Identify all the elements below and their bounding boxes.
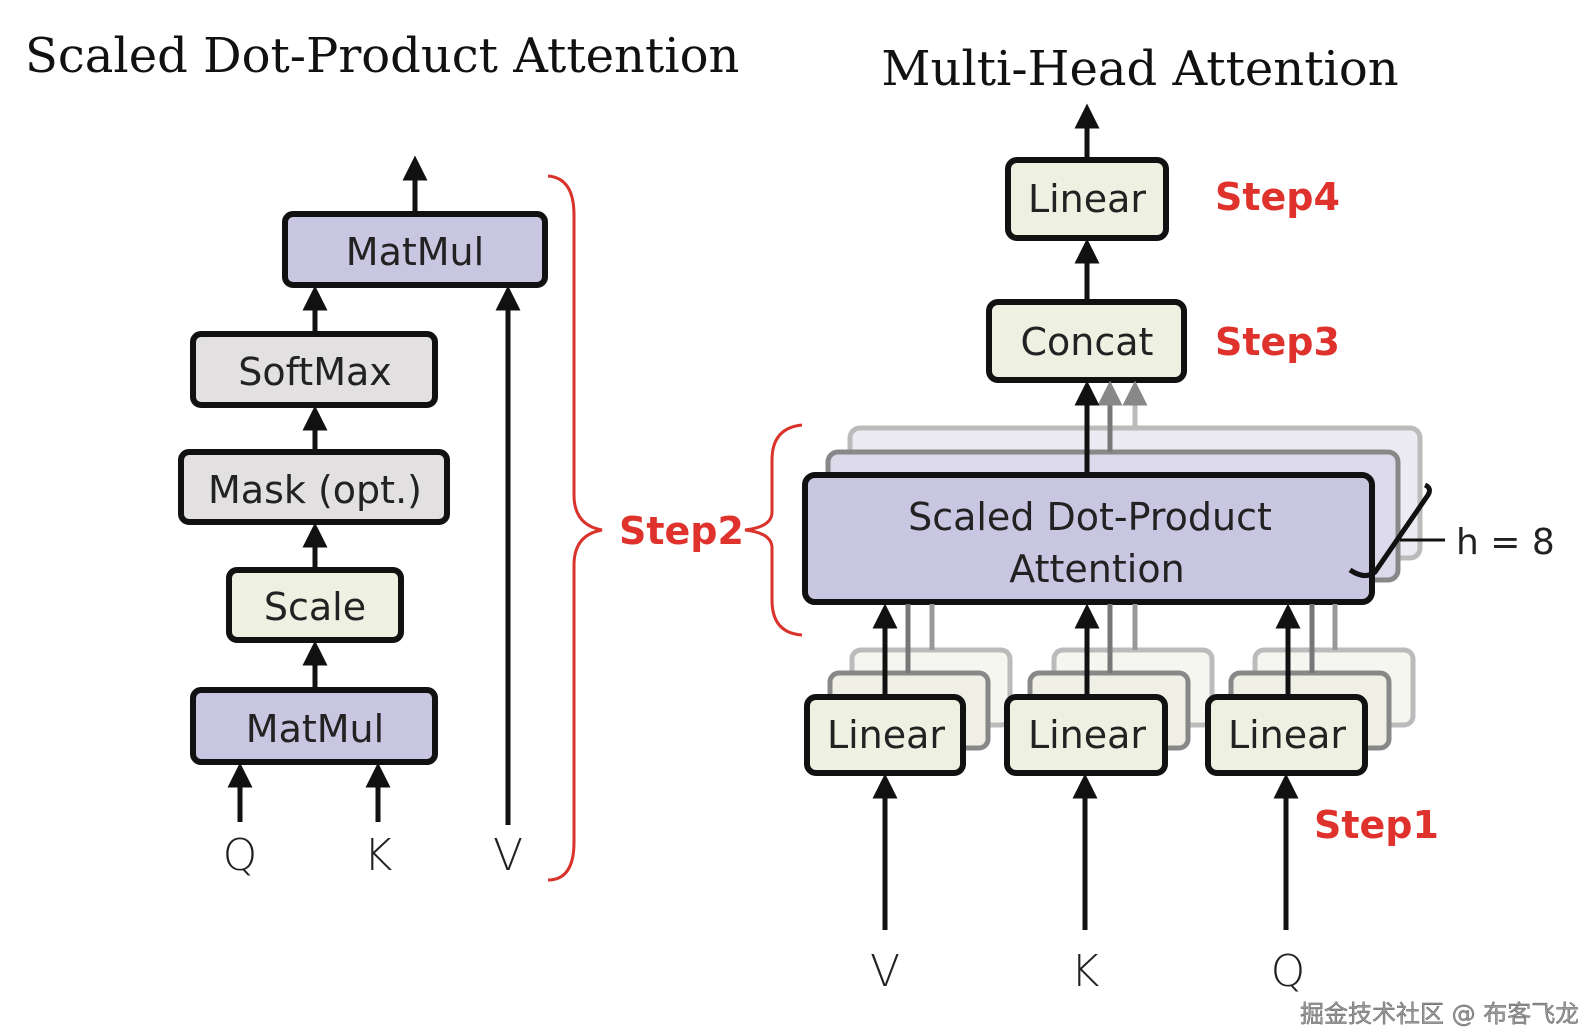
matmul-bottom-box [190,687,438,765]
step4-label: Step4 [1215,175,1340,219]
step3-label: Step3 [1215,320,1340,364]
input-q: Q [223,830,258,881]
linear-top-box [1005,157,1169,241]
linear-top-label: Linear [1028,177,1146,221]
mask-box [178,449,450,525]
step2-brace-right [547,174,603,882]
softmax-box [190,331,438,408]
linear-q-group: Linear [1205,603,1416,930]
input-q: Q [1271,946,1306,997]
linear-v-label: Linear [827,713,945,757]
watermark: 掘金技术社区 @ 布客飞龙 [1300,1000,1578,1028]
matmul-bottom-label: MatMul [246,707,384,751]
input-k: K [1071,946,1100,997]
heads-count-label: h = 8 [1456,522,1555,563]
step2-label: Step2 [619,509,744,553]
input-v: V [870,946,900,997]
sdpa-box [802,472,1375,605]
mask-label: Mask (opt.) [208,468,422,512]
step1-label: Step1 [1314,803,1439,847]
scaled-dot-product-diagram: Scaled Dot-Product Attention MatMul Soft… [25,28,744,882]
concat-box [986,299,1187,383]
right-title: Multi-Head Attention [881,41,1398,97]
softmax-label: SoftMax [238,350,392,394]
heads-bracket [1348,482,1432,578]
linear-k-group: Linear [1004,603,1215,930]
concat-label: Concat [1021,320,1154,364]
input-k: K [364,830,393,881]
linear-q-label: Linear [1228,713,1346,757]
input-v: V [493,830,523,881]
linear-v-group: Linear [804,603,1013,930]
scale-box [226,567,404,643]
sdpa-label-line2: Attention [1009,547,1184,591]
left-title: Scaled Dot-Product Attention [25,28,739,84]
sdpa-label-line1: Scaled Dot-Product [908,495,1272,539]
matmul-top-box [282,211,548,288]
linear-k-label: Linear [1028,713,1146,757]
multi-head-diagram: Multi-Head Attention Linear Step4 Concat… [744,41,1555,997]
matmul-top-label: MatMul [346,230,484,274]
scale-label: Scale [264,585,366,629]
step2-brace-left [744,423,803,637]
